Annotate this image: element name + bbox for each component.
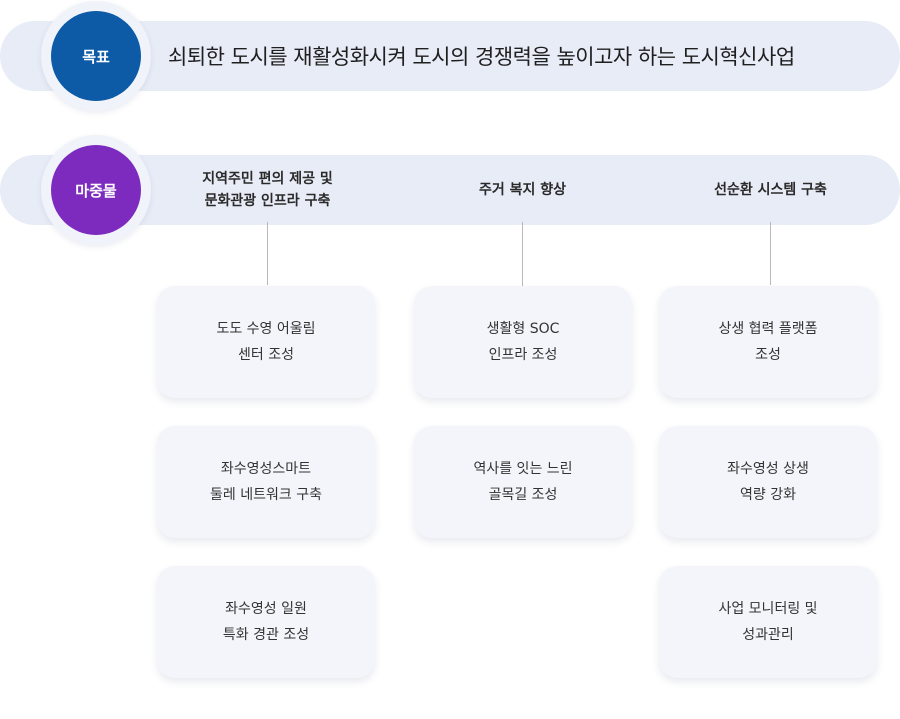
column-heading-3: 선순환 시스템 구축 xyxy=(668,165,873,215)
card-col1-item3-label: 좌수영성 일원 특화 경관 조성 xyxy=(222,601,310,643)
card-col3-item2-label: 좌수영성 상생 역량 강화 xyxy=(727,461,809,503)
card-col1-item2-label: 좌수영성스마트 둘레 네트워크 구축 xyxy=(210,461,322,503)
connector-line-3 xyxy=(770,222,771,285)
goal-badge-label: 목표 xyxy=(82,47,110,66)
card-col3-item1-label: 상생 협력 플랫폼 조성 xyxy=(718,321,818,363)
card-col3-item2: 좌수영성 상생 역량 강화 xyxy=(659,426,877,538)
card-col1-item1-label: 도도 수영 어울림 센터 조성 xyxy=(216,321,316,363)
column-heading-1-label: 지역주민 편의 제공 및 문화관광 인프라 구축 xyxy=(202,171,333,209)
mazung-badge-label: 마중물 xyxy=(75,181,117,200)
card-col2-item2-label: 역사를 잇는 느린 골목길 조성 xyxy=(473,461,573,503)
card-col2-item1-label: 생활형 SOC 인프라 조성 xyxy=(486,321,560,363)
column-heading-2: 주거 복지 향상 xyxy=(420,165,625,215)
column-heading-3-label: 선순환 시스템 구축 xyxy=(714,182,827,198)
card-col1-item2: 좌수영성스마트 둘레 네트워크 구축 xyxy=(157,426,375,538)
mazung-badge: 마중물 xyxy=(51,145,141,235)
column-heading-2-label: 주거 복지 향상 xyxy=(478,182,567,198)
goal-text: 쇠퇴한 도시를 재활성화시켜 도시의 경쟁력을 높이고자 하는 도시혁신사업 xyxy=(168,45,795,69)
connector-line-2 xyxy=(522,222,523,290)
card-col2-item2: 역사를 잇는 느린 골목길 조성 xyxy=(414,426,632,538)
column-heading-1: 지역주민 편의 제공 및 문화관광 인프라 구축 xyxy=(165,165,370,215)
card-col3-item3: 사업 모니터링 및 성과관리 xyxy=(659,566,877,678)
card-col3-item3-label: 사업 모니터링 및 성과관리 xyxy=(718,601,818,643)
card-col2-item1: 생활형 SOC 인프라 조성 xyxy=(414,286,632,398)
goal-badge: 목표 xyxy=(51,11,141,101)
connector-line-1 xyxy=(267,222,268,285)
card-col1-item1: 도도 수영 어울림 센터 조성 xyxy=(157,286,375,398)
card-col3-item1: 상생 협력 플랫폼 조성 xyxy=(659,286,877,398)
card-col1-item3: 좌수영성 일원 특화 경관 조성 xyxy=(157,566,375,678)
